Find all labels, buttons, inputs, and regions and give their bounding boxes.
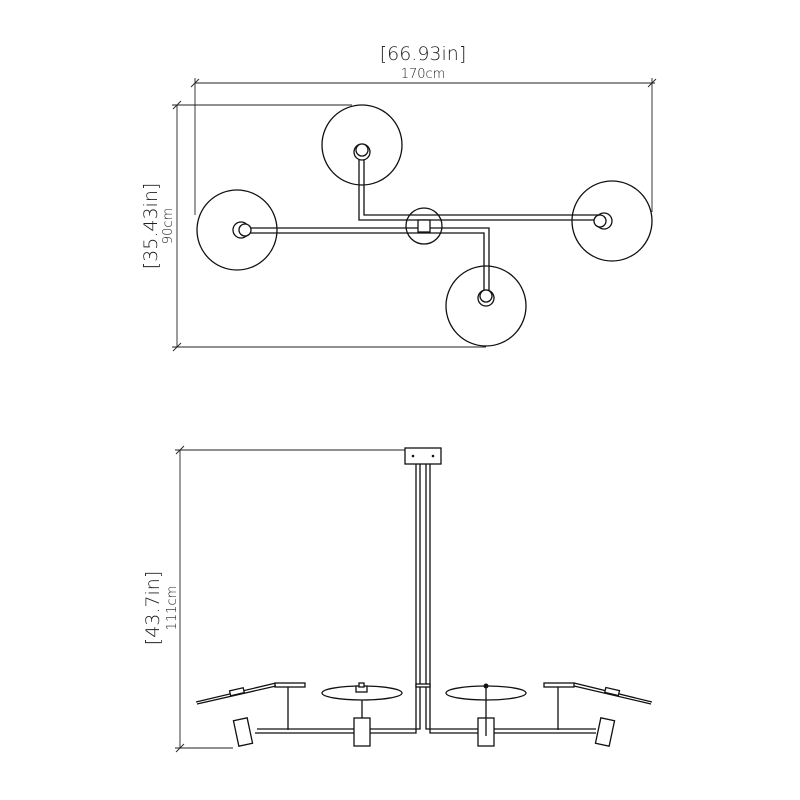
left-arm-pieces xyxy=(195,682,306,747)
depth-dimension: [35.43in] 90cm xyxy=(140,100,486,352)
depth-inches-label: [35.43in] xyxy=(140,183,162,270)
canopy-center xyxy=(417,219,431,233)
shade-disc xyxy=(445,265,527,347)
shade-disc xyxy=(321,104,403,186)
height-inches-label: [43.7in] xyxy=(142,571,164,645)
shade-disc xyxy=(571,180,653,262)
width-dimension: [66.93in] 170cm xyxy=(190,43,657,215)
bulbs-top xyxy=(232,143,613,307)
top-view: [66.93in] 170cm [35.43in] 90cm xyxy=(140,43,657,352)
shade-disc xyxy=(196,189,278,271)
spotlight xyxy=(232,717,254,747)
ceiling-canopy xyxy=(404,447,442,465)
width-inches-label: [66.93in] xyxy=(380,43,467,65)
width-cm-label: 170cm xyxy=(401,67,446,82)
right-arm-pieces xyxy=(543,682,653,747)
spotlight xyxy=(353,717,371,747)
arms-top xyxy=(250,160,600,292)
depth-cm-label: 90cm xyxy=(161,208,176,244)
side-view: [43.7in] 111cm xyxy=(142,445,653,753)
center-shades xyxy=(321,682,527,747)
spotlight xyxy=(594,717,616,747)
height-dimension: [43.7in] 111cm xyxy=(142,445,405,753)
canopy-disc xyxy=(405,207,443,245)
height-cm-label: 111cm xyxy=(165,586,180,631)
down-rods xyxy=(255,464,596,734)
